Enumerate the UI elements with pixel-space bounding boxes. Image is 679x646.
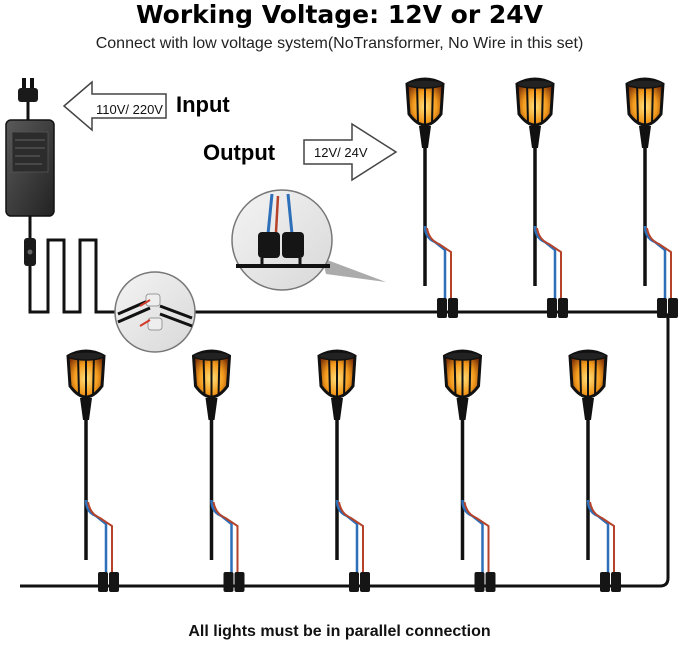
- splice-zoom-bubble: [114, 271, 196, 353]
- input-label: Input: [176, 92, 230, 117]
- bottom-torch-light-5: [568, 349, 621, 592]
- top-row-lights: [405, 77, 678, 318]
- parallel-connection-note: All lights must be in parallel connectio…: [188, 623, 491, 640]
- wire-connector: [657, 298, 667, 318]
- wire-connector: [600, 572, 610, 592]
- output-label: Output: [203, 140, 276, 165]
- wire-connector: [223, 572, 234, 592]
- wire-connector: [437, 298, 447, 318]
- top-torch-light-2: [515, 77, 568, 318]
- bottom-row-lights: [66, 349, 621, 592]
- connector-zoom-bubble: [231, 189, 386, 291]
- input-voltage-label: 110V/ 220V: [96, 102, 163, 117]
- input-arrow: [62, 80, 167, 132]
- wire-connector: [98, 572, 108, 592]
- wire-connector: [547, 298, 557, 318]
- top-torch-light-1: [405, 77, 458, 318]
- wire-connector: [349, 572, 359, 592]
- top-torch-light-3: [625, 77, 678, 318]
- bottom-torch-light-1: [66, 349, 119, 592]
- power-adapter: [5, 119, 55, 217]
- power-plug: [18, 78, 38, 122]
- bottom-torch-light-4: [442, 349, 496, 592]
- page-title: Working Voltage: 12V or 24V: [135, 0, 544, 29]
- bottom-torch-light-3: [317, 349, 370, 592]
- bottom-torch-light-2: [191, 349, 245, 592]
- output-arrow: [303, 122, 398, 182]
- power-cable: [28, 216, 380, 314]
- output-voltage-label: 12V/ 24V: [314, 145, 368, 160]
- page-subtitle: Connect with low voltage system(NoTransf…: [95, 35, 584, 52]
- wire-connector: [474, 572, 485, 592]
